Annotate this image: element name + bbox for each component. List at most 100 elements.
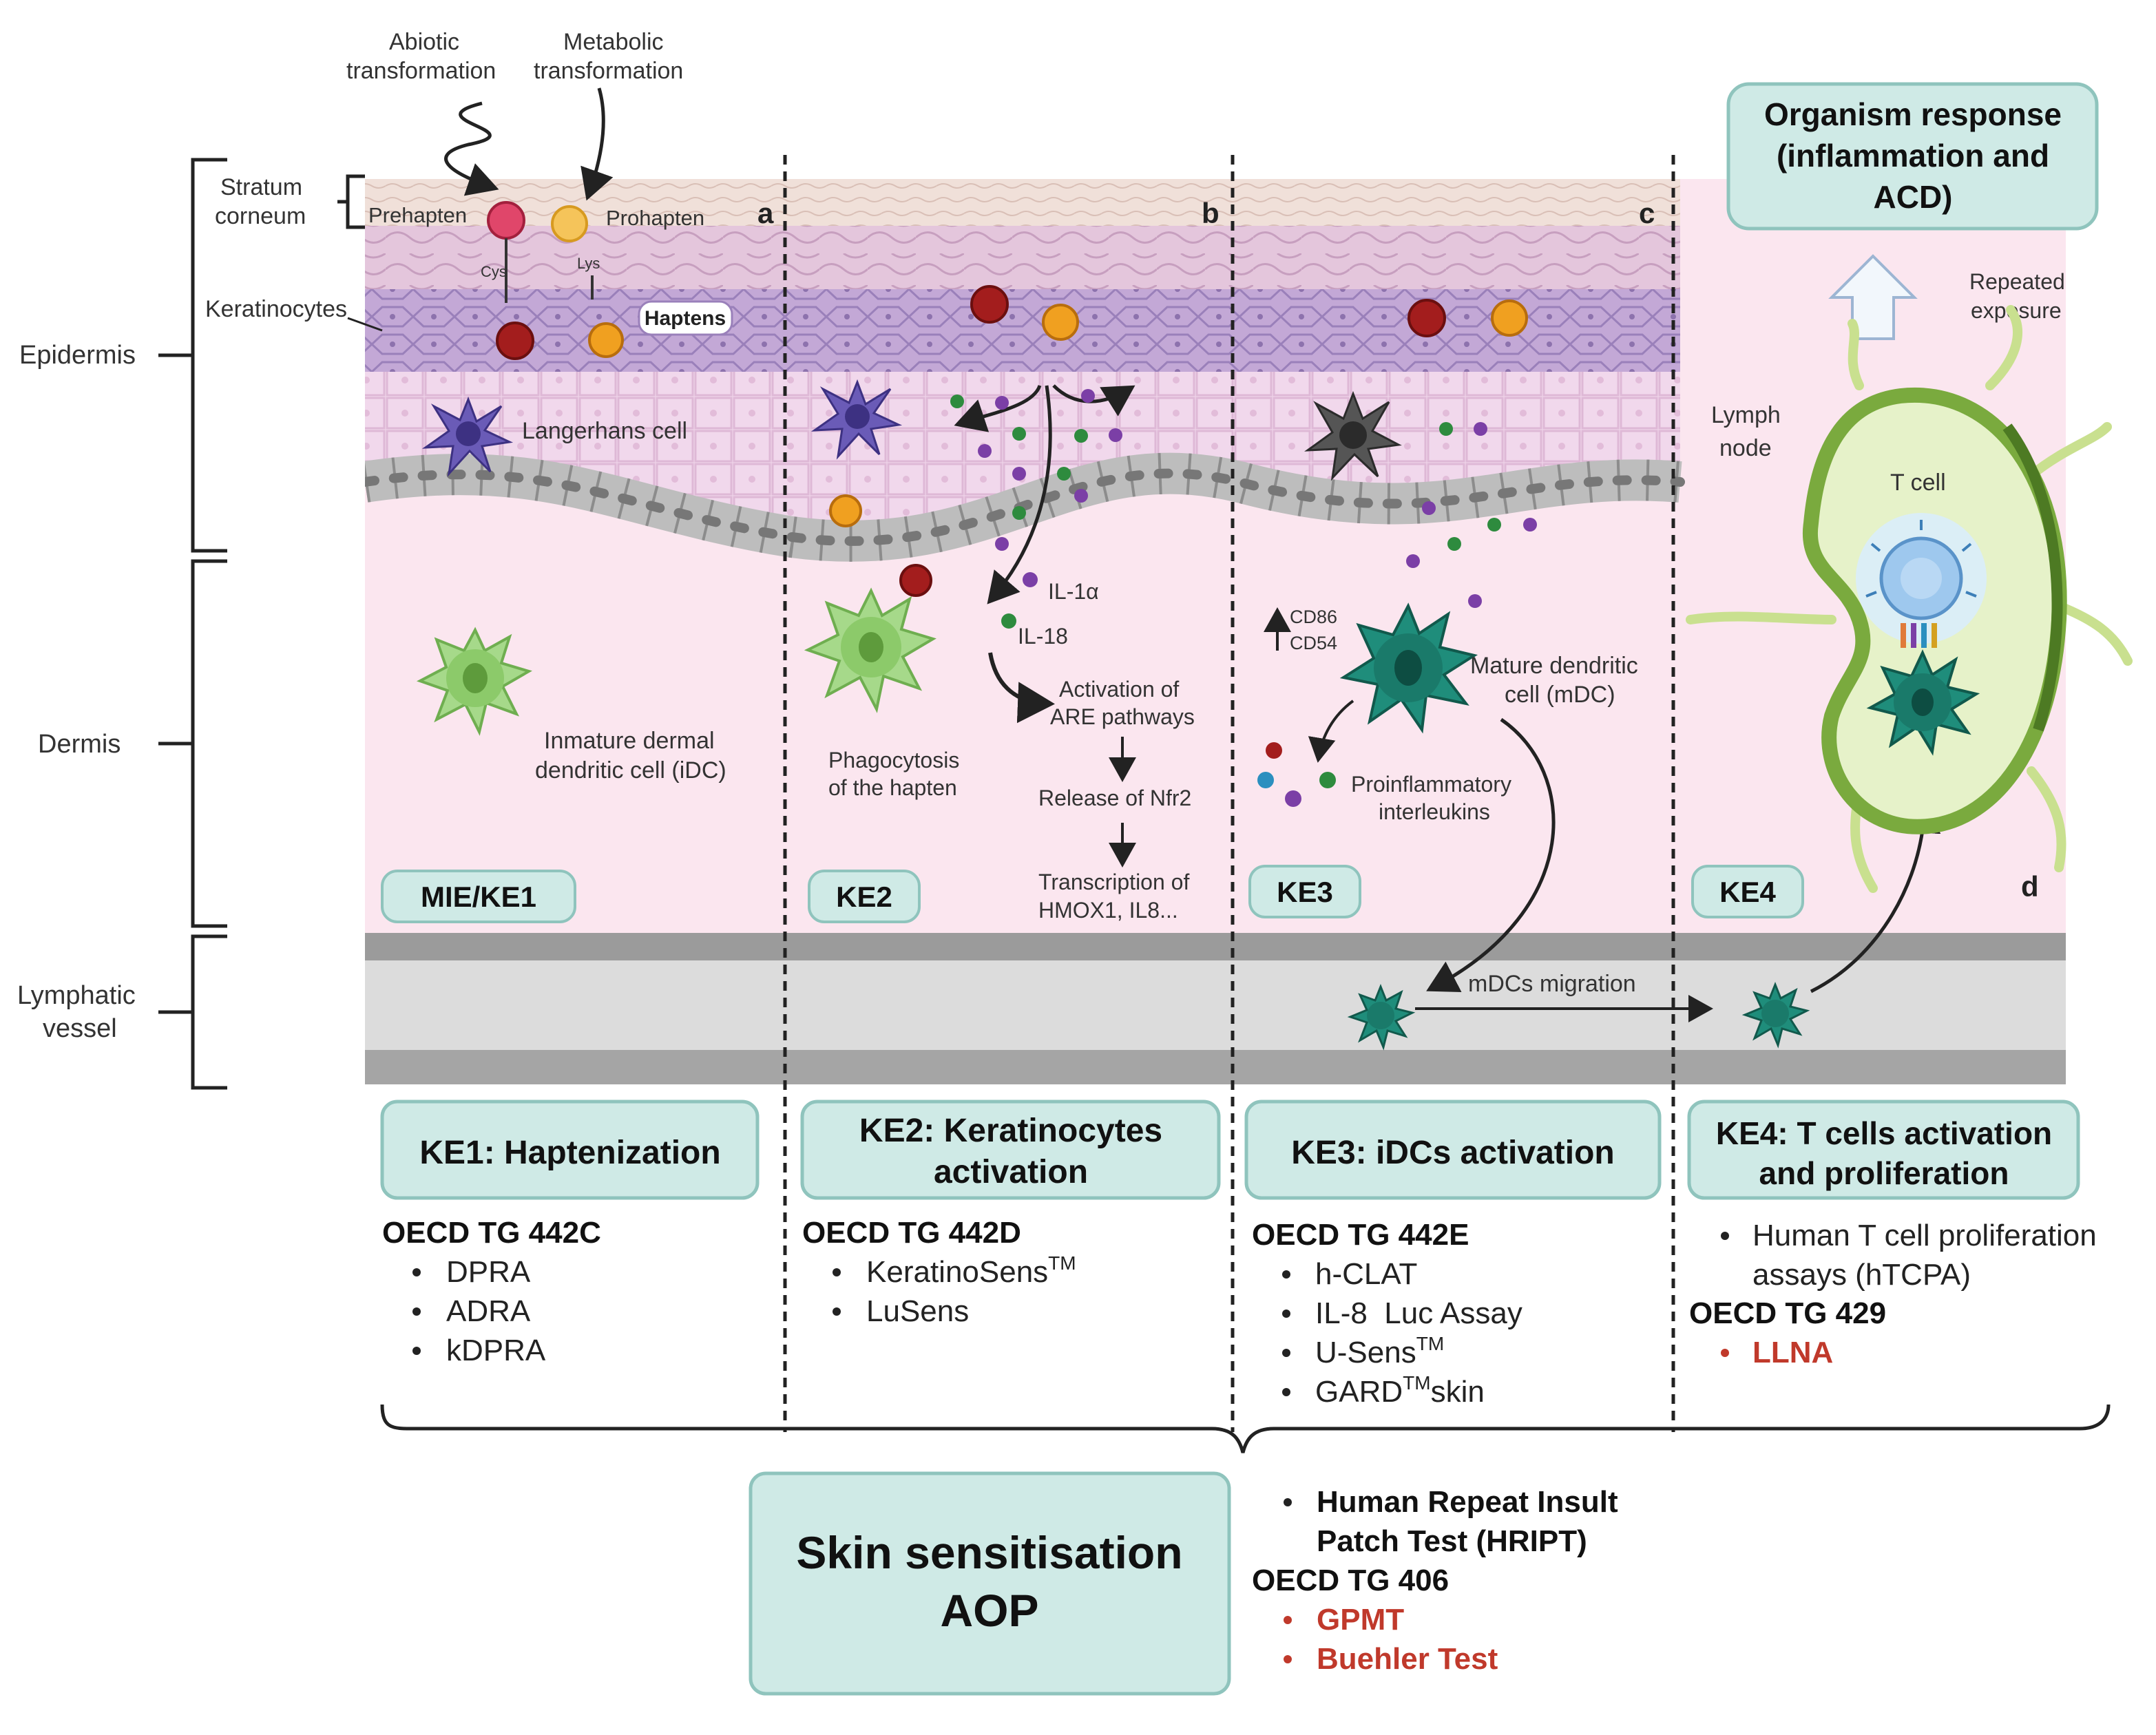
stratum-label-1: Stratum [220,174,302,200]
immune-synapse-molecules [1901,623,1937,648]
dermis-label: Dermis [38,730,121,759]
aop-title-2: AOP [940,1585,1038,1636]
lymphatic-label-2: vessel [43,1014,117,1043]
mie-ke1-badge-label: MIE/KE1 [421,881,536,913]
layer-brackets [158,158,227,1090]
migrating-mdc-2 [1741,981,1810,1049]
prehapten-label: Prehapten [368,203,467,227]
ke4-badge [1691,865,1804,918]
lys-label: Lys [577,255,600,272]
ke2-test-1: KeratinoSensTM [866,1252,1076,1289]
ke1-test-3: kDPRA [446,1334,546,1367]
interleukin-dots [1257,742,1336,807]
ke4-box [1687,1100,2080,1200]
activation-label-2: ARE pathways [1050,704,1195,729]
transcription-label-2: HMOX1, IL8... [1038,898,1178,923]
ke1-test-2: ADRA [446,1294,531,1328]
ke3-tests: OECD TG 442E h-CLAT IL-8 Luc Assay U-Sen… [1252,1218,1522,1409]
hapten-red-b2 [899,564,932,597]
pro-label-2: interleukins [1379,799,1490,824]
organism-label-2: (inflammation and [1777,138,2049,174]
t-cell-receptors [1865,520,1977,598]
hapten-red-a [496,322,534,360]
ke2-guideline: OECD TG 442D [802,1216,1021,1250]
ke4-tests: Human T cell proliferation assays (hTCPA… [1689,1219,2097,1369]
langerhans-cell-b [810,379,903,460]
aop-red-test-2: Buehler Test [1317,1642,1498,1676]
phago-label-2: of the hapten [828,775,957,800]
ke4-test-1b: assays (hTCPA) [1752,1258,1971,1292]
ke4-test-1a: Human T cell proliferation [1752,1219,2097,1252]
mdc-to-interleukin-arrow [1308,700,1354,763]
panel-dividers [783,155,1675,1432]
phago-label-1: Phagocytosis [828,748,959,772]
aop-brace [380,1404,2111,1453]
ke4-red-test: LLNA [1752,1336,1833,1369]
ke3-badge [1248,865,1361,918]
mie-ke1-badge [381,870,576,923]
metabolic-arrow [580,87,614,201]
aop-box [749,1471,1231,1696]
upper-keratinocyte-layer [365,226,1680,289]
ke3-test-3: U-SensTM [1315,1333,1444,1369]
cd86-label: CD86 [1290,607,1337,627]
lymph-label-2: node [1719,435,1772,461]
organism-label-1: Organism response [1764,96,2062,132]
ke1-box [380,1100,760,1200]
prohapten-icon [551,205,588,242]
ke2-box-label-1: KE2: Keratinocytes [859,1113,1162,1149]
migration-label: mDCs migration [1468,971,1636,997]
lymph-node-dendritic-cell [1866,649,1980,756]
prohapten-label: Prohapten [606,206,704,230]
release-label: Release of Nfr2 [1038,786,1191,810]
mdc-label-2: cell (mDC) [1505,682,1615,708]
mdc-label-1: Mature dendritic [1470,653,1638,679]
idc-cell-a [417,627,533,736]
ke4-box-label-1: KE4: T cells activation [1716,1115,2052,1151]
hapten-orange-b [1042,304,1079,341]
ke1-box-label: KE1: Haptenization [419,1135,720,1171]
ke1-test-1: DPRA [446,1255,531,1289]
haptens-label: Haptens [645,307,726,330]
hapten-red-b [970,285,1009,324]
cd54-label: CD54 [1290,633,1337,653]
cytokine-dots-b [950,389,1122,629]
ke2-tests: OECD TG 442D KeratinoSensTM LuSens [802,1216,1076,1328]
ke3-test-4: GARDTMskin [1315,1372,1485,1409]
ke3-guideline: OECD TG 442E [1252,1218,1469,1252]
aop-human-2: Patch Test (HRIPT) [1317,1524,1587,1558]
lymphatic-vessel [365,933,2066,1084]
panel-letter-d: d [2021,870,2039,903]
cys-label: Cys [481,263,507,280]
activation-curve-arrow [988,652,1055,724]
repeated-exposure-arrow [1828,254,1918,340]
il1a-label: IL-1α [1048,579,1099,604]
mature-dendritic-cell [1339,602,1478,734]
hapten-orange-c [1491,299,1528,337]
lymph-node-rim [2002,423,2063,732]
il18-label: IL-18 [1018,624,1068,649]
langerhans-label: Langerhans cell [522,418,687,444]
aop-tests: Human Repeat Insult Patch Test (HRIPT) O… [1252,1485,1618,1676]
hapten-orange-a [588,322,624,358]
lymphatic-label-1: Lymphatic [17,981,136,1010]
metabolic-label-1: Metabolic [563,29,664,55]
organism-label-3: ACD) [1874,179,1953,215]
ke3-test-1: h-CLAT [1315,1257,1417,1291]
epidermis-label: Epidermis [19,341,136,370]
transcription-label-1: Transcription of [1038,870,1189,894]
ke2-test-2: LuSens [866,1294,969,1328]
cytokine-dots-c [1406,422,1537,608]
organism-response-box [1726,82,2099,231]
abiotic-wavy-arrow [444,101,499,196]
ke3-box [1244,1100,1662,1200]
vessel-to-lymphnode-arrow [1810,802,1941,993]
hapten-red-c [1407,299,1446,337]
basal-cell-nuclei [365,468,1685,546]
repeated-label-1: Repeated [1969,269,2065,294]
activated-langerhans-cell [1304,390,1402,481]
prehapten-icon [487,201,525,240]
abiotic-label-2: transformation [346,58,496,84]
ke3-test-2: IL-8 Luc Assay [1315,1296,1522,1330]
